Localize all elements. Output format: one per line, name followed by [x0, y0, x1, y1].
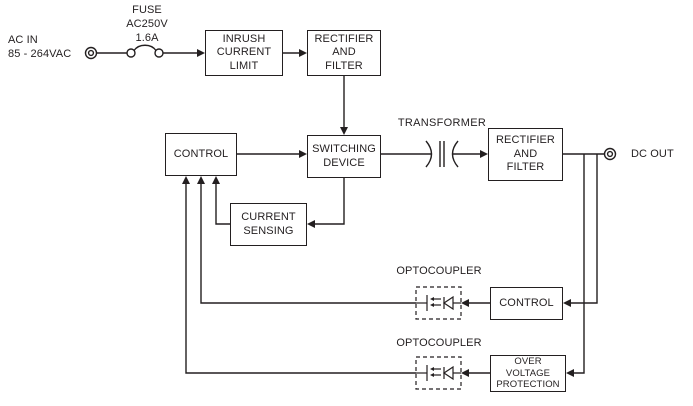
block-control-primary: CONTROL — [165, 133, 237, 176]
transformer-icon — [425, 140, 459, 168]
block-inrush-current-limit: INRUSH CURRENT LIMIT — [205, 30, 283, 76]
block-current-sensing: CURRENT SENSING — [230, 203, 307, 246]
block-over-voltage-protection: OVER VOLTAGE PROTECTION — [490, 355, 566, 392]
optocoupler-1-icon — [415, 286, 462, 320]
optocoupler-1-label: OPTOCOUPLER — [396, 265, 482, 277]
fuse-rating-label: FUSE AC250V 1.6A — [126, 4, 168, 44]
dc-out-connector-icon — [603, 147, 617, 161]
transformer-label: TRANSFORMER — [397, 117, 487, 129]
block-rectifier-filter-input: RECTIFIER AND FILTER — [307, 30, 381, 76]
wires — [97, 52, 604, 374]
block-switching-device: SWITCHING DEVICE — [307, 135, 381, 178]
dc-out-label: DC OUT — [631, 148, 674, 160]
ac-input-connector-icon — [84, 46, 98, 60]
optocoupler-2-label: OPTOCOUPLER — [396, 337, 482, 349]
block-control-secondary: CONTROL — [490, 287, 563, 320]
ac-input-label: AC IN 85 - 264VAC — [8, 34, 72, 60]
fuse-icon — [126, 44, 164, 58]
block-rectifier-filter-output: RECTIFIER AND FILTER — [488, 128, 563, 181]
optocoupler-2-icon — [415, 356, 462, 390]
arrowheads — [182, 49, 574, 377]
